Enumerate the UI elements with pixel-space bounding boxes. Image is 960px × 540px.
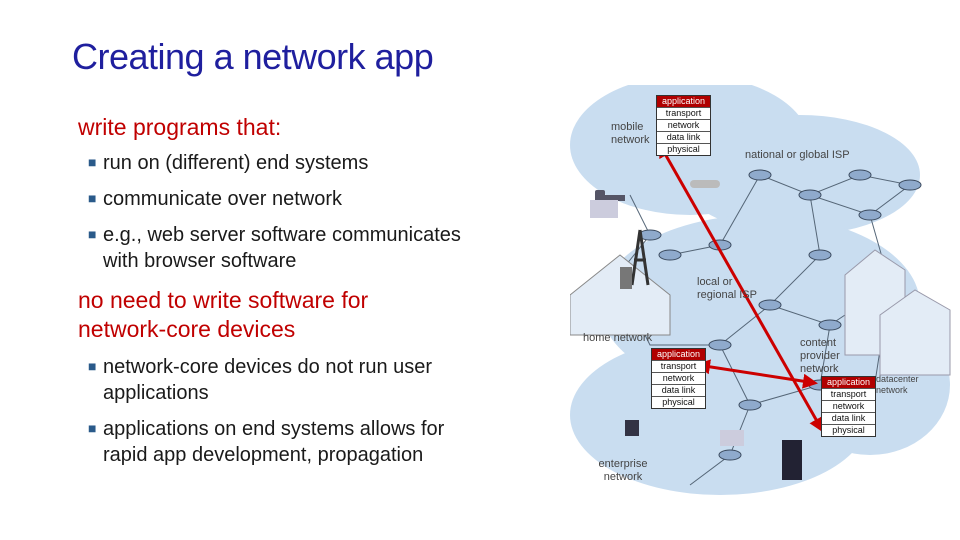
physical-layer: physical: [657, 143, 710, 155]
application-layer: application: [657, 96, 710, 107]
protocol-stack: application transport network data link …: [651, 348, 706, 409]
network-diagram: mobile network national or global ISP lo…: [570, 85, 960, 505]
bullet-item: ■e.g., web server software communicates …: [88, 224, 461, 272]
network-layer: network: [822, 400, 875, 412]
physical-layer: physical: [652, 396, 705, 408]
transport-layer: transport: [822, 388, 875, 400]
bullet-item: ■network-core devices do not run user ap…: [88, 356, 433, 404]
data-link-layer: data link: [652, 384, 705, 396]
slide-title: Creating a network app: [72, 36, 434, 77]
protocol-stack: application transport network data link …: [821, 376, 876, 437]
bullet-icon: ■: [88, 420, 97, 436]
bullet-icon: ■: [88, 190, 97, 206]
application-layer: application: [822, 377, 875, 388]
network-layer: network: [652, 372, 705, 384]
content-provider-label: content provider network: [800, 337, 840, 375]
bullet-icon: ■: [88, 226, 97, 242]
data-link-layer: data link: [822, 412, 875, 424]
datacenter-label: datacenter network: [876, 374, 919, 395]
data-link-layer: data link: [657, 131, 710, 143]
enterprise-network-label: enterprise network: [598, 458, 648, 483]
heading-write-programs: write programs that:: [78, 114, 282, 140]
mobile-network-label: mobile network: [611, 121, 650, 146]
bullet-item: ■run on (different) end systems: [88, 152, 369, 174]
bullet-icon: ■: [88, 154, 97, 170]
national-isp-label: national or global ISP: [745, 149, 850, 161]
protocol-stack: application transport network data link …: [656, 95, 711, 156]
bullet-item: ■communicate over network: [88, 188, 342, 210]
transport-layer: transport: [657, 107, 710, 119]
local-isp-label: local or regional ISP: [697, 276, 757, 301]
application-layer: application: [652, 349, 705, 360]
transport-layer: transport: [652, 360, 705, 372]
heading-no-need: no need to write software for network-co…: [78, 287, 369, 342]
datacenter-building-icon: [844, 249, 951, 376]
communication-arrow: [695, 359, 818, 389]
home-network-label: home network: [583, 332, 653, 344]
bullet-icon: ■: [88, 358, 97, 374]
bullet-item: ■applications on end systems allows for …: [88, 418, 445, 466]
network-layer: network: [657, 119, 710, 131]
physical-layer: physical: [822, 424, 875, 436]
cell-tower-icon: [630, 229, 650, 286]
